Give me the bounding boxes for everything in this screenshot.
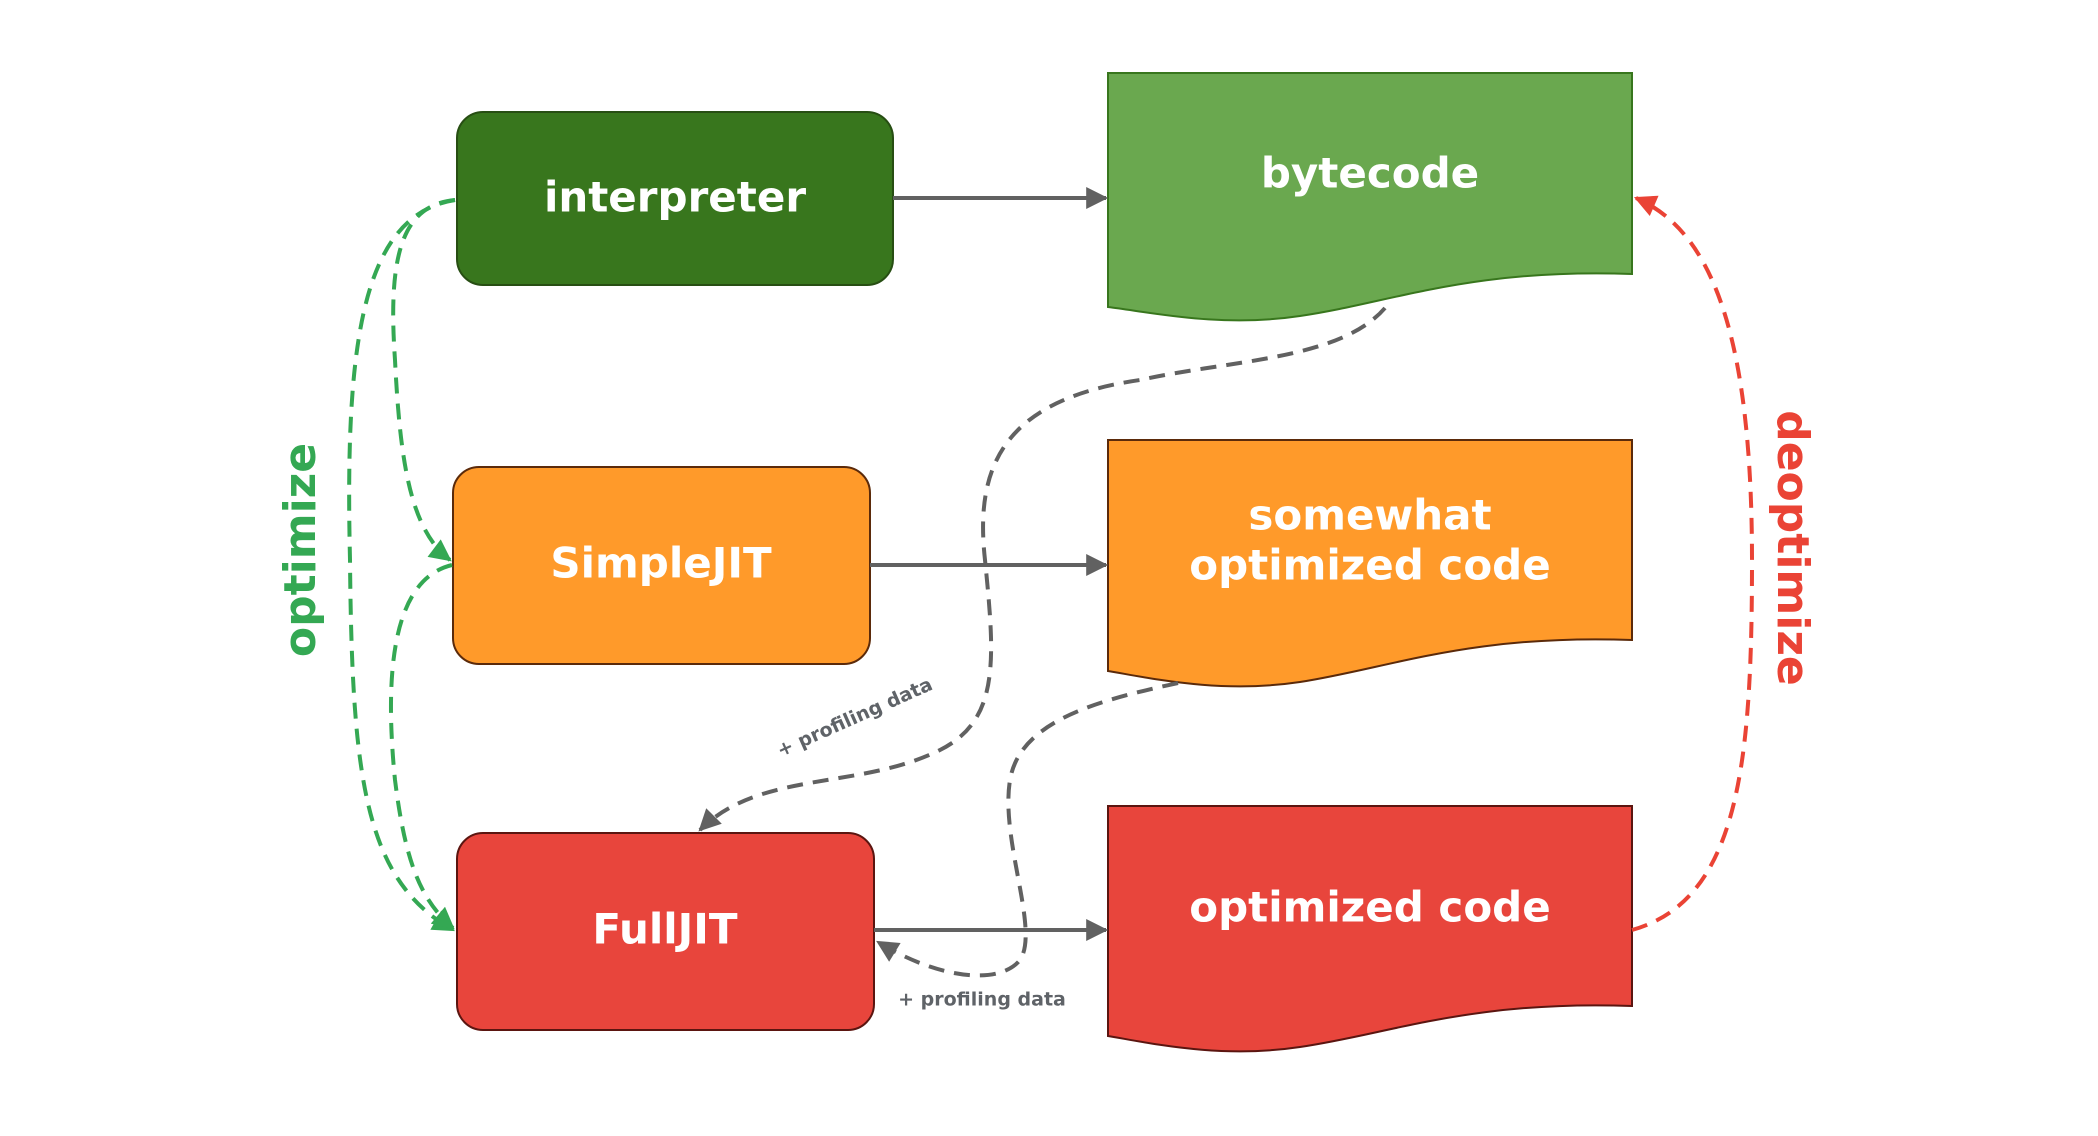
bytecode-label: bytecode <box>1261 149 1479 198</box>
somewhat-optimized-document <box>1107 439 1633 688</box>
profiling-data-label-1: + profiling data <box>774 673 936 761</box>
optimized-code-document <box>1107 805 1633 1053</box>
simplejit-label: SimpleJIT <box>550 539 772 588</box>
bytecode-profiling-arrow <box>698 306 1387 832</box>
optimize-simplejit-to-fulljit-arrow <box>388 563 455 930</box>
optimized-code-label: optimized code <box>1189 883 1550 932</box>
optimize-label: optimize <box>275 443 326 657</box>
somewhat-label-line2: optimized code <box>1189 541 1550 590</box>
optimize-interpreter-to-simplejit-arrow <box>391 198 456 562</box>
profiling-data-label-2: + profiling data <box>898 989 1066 1011</box>
fulljit-label: FullJIT <box>592 905 738 954</box>
optimize-interpreter-to-fulljit-arrow <box>347 198 456 932</box>
somewhat-label-line1: somewhat <box>1248 491 1491 540</box>
somewhat-profiling-arrow <box>876 681 1179 978</box>
bytecode-document <box>1107 72 1633 322</box>
deoptimize-label: deoptimize <box>1767 410 1818 686</box>
interpreter-label: interpreter <box>544 173 806 222</box>
deoptimize-arrow <box>1631 195 1755 932</box>
